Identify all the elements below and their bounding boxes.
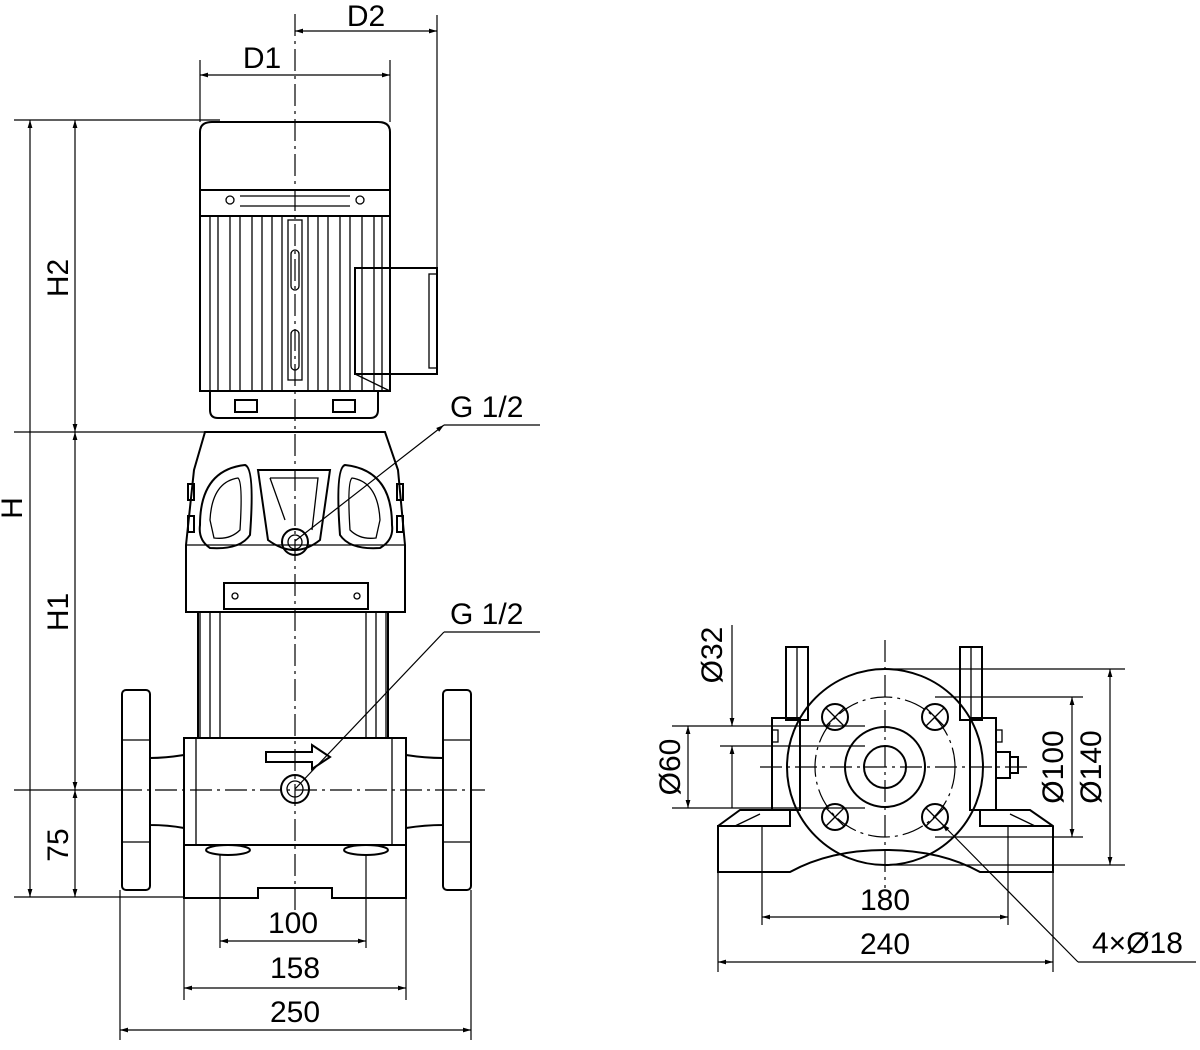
bolt-hole-icon [821,803,849,831]
gauge-label-bottom: G 1/2 [450,598,523,631]
dim-label-dia140: Ø140 [1075,730,1108,803]
name-plate [223,582,369,610]
gauge-label-top: G 1/2 [450,391,523,424]
side-view-dimensions: Ø32 Ø60 Ø100 Ø140 180 240 4×Ø18 [654,625,1196,972]
bolt-holes [821,703,949,831]
motor-cooling-fins [209,216,383,390]
dim-label-158: 158 [270,952,320,985]
dim-label-h1: H1 [42,593,75,631]
side-view [717,640,1054,888]
front-view [120,14,485,910]
dim-label-h: H [0,497,29,519]
dim-label-d2: D2 [347,0,385,33]
dim-label-75: 75 [42,828,75,861]
pump-head [185,431,406,613]
bolt-hole-icon [821,703,849,731]
dim-label-180: 180 [860,884,910,917]
bolt-hole-icon [921,803,949,831]
motor-fan-cover [199,121,391,191]
dim-label-100: 100 [268,907,318,940]
dim-label-d1: D1 [243,42,281,75]
dim-label-dia32: Ø32 [696,627,729,684]
dim-label-dia100: Ø100 [1037,730,1070,803]
flow-direction-arrow-icon [265,743,332,771]
dim-label-holes: 4×Ø18 [1092,927,1183,960]
motor-terminal-box [354,267,438,375]
dim-label-dia60: Ø60 [654,739,687,796]
pump-sleeve [197,611,389,739]
dim-label-h2: H2 [42,259,75,297]
dim-label-240: 240 [860,928,910,961]
bolt-hole-icon [921,703,949,731]
dim-label-250: 250 [270,996,320,1029]
front-view-dimensions: D1 D2 H H2 H1 75 100 158 250 G 1/2 G 1/2 [0,0,540,1040]
motor-flange [209,390,379,419]
